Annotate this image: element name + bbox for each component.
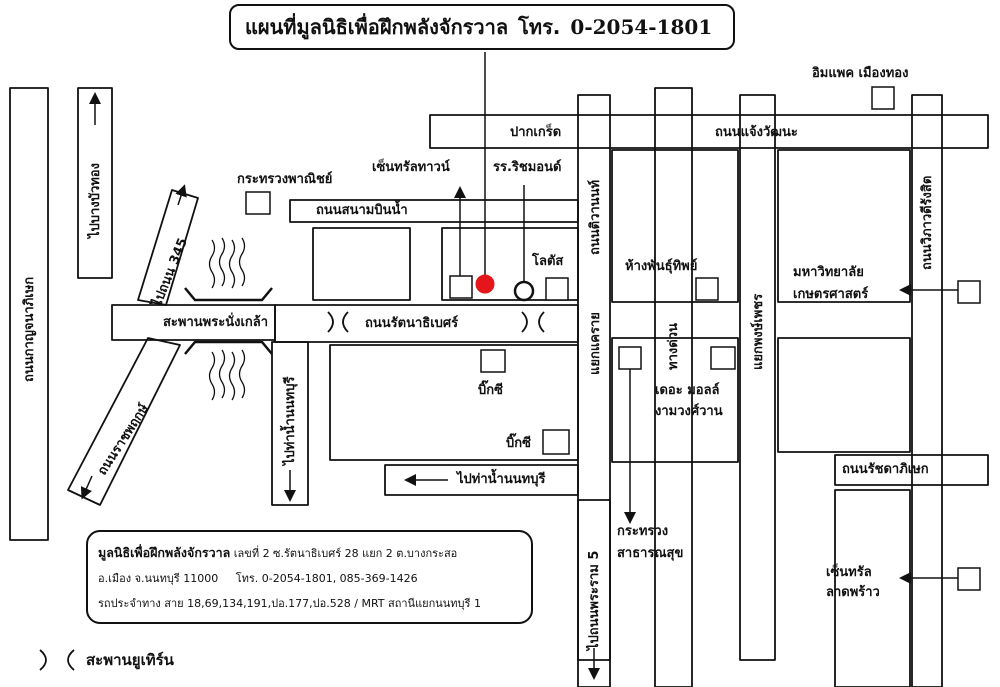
- label-vibhavadi: ถนนวิภาวดีรังสิต: [920, 175, 935, 270]
- address-line-2: อ.เมือง จ.นนทบุรี 11000 โทร. 0-2054-1801…: [98, 566, 521, 591]
- block-mid-1: [611, 149, 739, 303]
- label-tha-nam-bottom: ไปท่าน้ำนนทบุรี: [457, 472, 546, 487]
- address-1: เลขที่ 2 ซ.รัตนาธิเบศร์ 28 แยก 2 ต.บางกร…: [233, 547, 458, 560]
- label-rattanathibet: ถนนรัตนาธิเบศร์: [365, 316, 459, 331]
- label-commerce: กระทรวงพาณิชย์: [237, 172, 333, 187]
- label-bigc-2: บิ๊กซี: [506, 436, 531, 451]
- road-ratchaphruek: [67, 337, 181, 506]
- block-south-mid: [329, 344, 579, 461]
- bigc-square-2: [542, 429, 570, 455]
- road-ratchadaphisek: [834, 454, 989, 486]
- label-phongphet: แยกพงษ์เพชร: [751, 293, 766, 370]
- richmond-marker: [513, 280, 535, 302]
- title-phone-label: โทร.: [518, 15, 561, 39]
- label-khae-rai: แยกแคราย: [588, 312, 603, 375]
- map-title-box: แผนที่มูลนิธิเพื่อฝึกพลังจักรวาล โทร. 0-…: [229, 4, 735, 50]
- u-turn-icon: [521, 311, 545, 333]
- address-line-1: มูลนิธิเพื่อฝึกพลังจักรวาล เลขที่ 2 ซ.รั…: [98, 540, 521, 566]
- impact-square: [871, 86, 895, 110]
- map-title: แผนที่มูลนิธิเพื่อฝึกพลังจักรวาล: [245, 15, 509, 39]
- bridge-rail-top: [184, 287, 273, 302]
- river-wave: [238, 237, 246, 287]
- road-expressway: [654, 87, 693, 687]
- label-tha-nam-left: ไปท่าน้ำนนทบุรี: [283, 376, 298, 465]
- legend-label: สะพานยูเทิร์น: [86, 651, 174, 669]
- label-kasetsart-2: เกษตรศาสตร์: [793, 287, 869, 302]
- address-phone: โทร. 0-2054-1801, 085-369-1426: [235, 572, 418, 585]
- address-line-3: รถประจำทาง สาย 18,69,134,191,ปอ.177,ปอ.5…: [98, 591, 521, 616]
- label-tiwanon: ถนนติวานนท์: [588, 179, 603, 255]
- road-vibhavadi: [911, 94, 943, 687]
- block-nw: [312, 227, 411, 301]
- road-tha-nam-left: [271, 341, 309, 506]
- block-mid-2: [777, 149, 911, 303]
- label-kanchanaphisek: ถนนกาญจนาภิเษก: [22, 276, 37, 382]
- label-the-mall-1: เดอะ มอลล์: [655, 383, 720, 398]
- foundation-marker: [475, 274, 495, 294]
- river-wave: [218, 237, 226, 287]
- road-chaengwattana: [429, 114, 989, 149]
- the-mall-square: [710, 346, 736, 370]
- road-phongphet: [739, 94, 776, 661]
- label-central-town: เซ็นทรัลทาวน์: [372, 160, 450, 175]
- road-bang-bua-thong: [77, 87, 113, 279]
- title-phone: 0-2054-1801: [570, 15, 713, 39]
- label-sanam-bin-nam: ถนนสนามบินน้ำ: [316, 203, 408, 218]
- commerce-square: [245, 191, 271, 215]
- address-2: อ.เมือง จ.นนทบุรี 11000: [98, 572, 219, 585]
- central-town-square: [449, 275, 473, 299]
- block-mid-3: [611, 337, 739, 463]
- label-richmond: รร.ริชมอนด์: [493, 160, 562, 175]
- label-bridge: สะพานพระนั่งเกล้า: [163, 315, 269, 330]
- label-chaengwattana: ถนนแจ้งวัฒนะ: [715, 125, 798, 140]
- road-345: [137, 189, 199, 306]
- u-turn-icon: [327, 311, 349, 333]
- label-expressway: ทางด่วน: [666, 323, 681, 370]
- label-bigc-1: บิ๊กซี: [478, 383, 503, 398]
- u-turn-legend-icon: [39, 649, 75, 671]
- bigc-square-1: [480, 349, 506, 373]
- health-square: [618, 346, 642, 370]
- label-tesco: ห้างพันธุ์ทิพย์: [625, 259, 698, 274]
- road-lower-right: [834, 489, 911, 687]
- kasetsart-square: [957, 280, 981, 304]
- road-lower-left: [384, 464, 579, 496]
- label-the-mall-2: งามวงศ์วาน: [655, 404, 723, 419]
- transport: รถประจำทาง สาย 18,69,134,191,ปอ.177,ปอ.5…: [98, 597, 481, 610]
- label-kasetsart-1: มหาวิทยาลัย: [793, 265, 864, 280]
- bridge-rail-bottom: [184, 340, 273, 355]
- label-health-2: สาธารณสุข: [617, 546, 684, 561]
- road-kanchanaphisek: [9, 87, 49, 541]
- label-central-lat-2: ลาดพร้าว: [826, 585, 880, 600]
- label-phra-ram5: ไปถนนพระราม 5: [587, 550, 602, 650]
- label-ratchadaphisek: ถนนรัชดาภิเษก: [842, 462, 929, 477]
- river-wave: [228, 239, 236, 289]
- label-pakkret: ปากเกร็ด: [510, 125, 562, 140]
- tesco-square: [695, 277, 719, 301]
- label-central-lat-1: เซ็นทรัล: [826, 565, 872, 580]
- arrow-345: [175, 184, 187, 206]
- label-lotus: โลตัส: [532, 254, 564, 269]
- legend: สะพานยูเทิร์น: [34, 648, 174, 672]
- road-phra-ram5: [577, 499, 611, 687]
- label-to-bang-bua-thong: ไปบางบัวทอง: [88, 163, 103, 238]
- river-wave: [238, 349, 246, 399]
- foundation-name: มูลนิธิเพื่อฝึกพลังจักรวาล: [98, 545, 231, 560]
- label-health-1: กระทรวง: [617, 524, 669, 539]
- block-mid-4: [777, 337, 911, 453]
- label-impact: อิมแพค เมืองทอง: [812, 66, 909, 81]
- river-wave: [228, 351, 236, 401]
- river-wave: [208, 239, 216, 289]
- central-lat-square: [957, 567, 981, 591]
- address-box: มูลนิธิเพื่อฝึกพลังจักรวาล เลขที่ 2 ซ.รั…: [86, 530, 533, 624]
- lotus-square: [545, 277, 569, 301]
- river-wave: [208, 351, 216, 401]
- river-wave: [218, 349, 226, 399]
- arrow-ratchaphruek: [80, 475, 93, 500]
